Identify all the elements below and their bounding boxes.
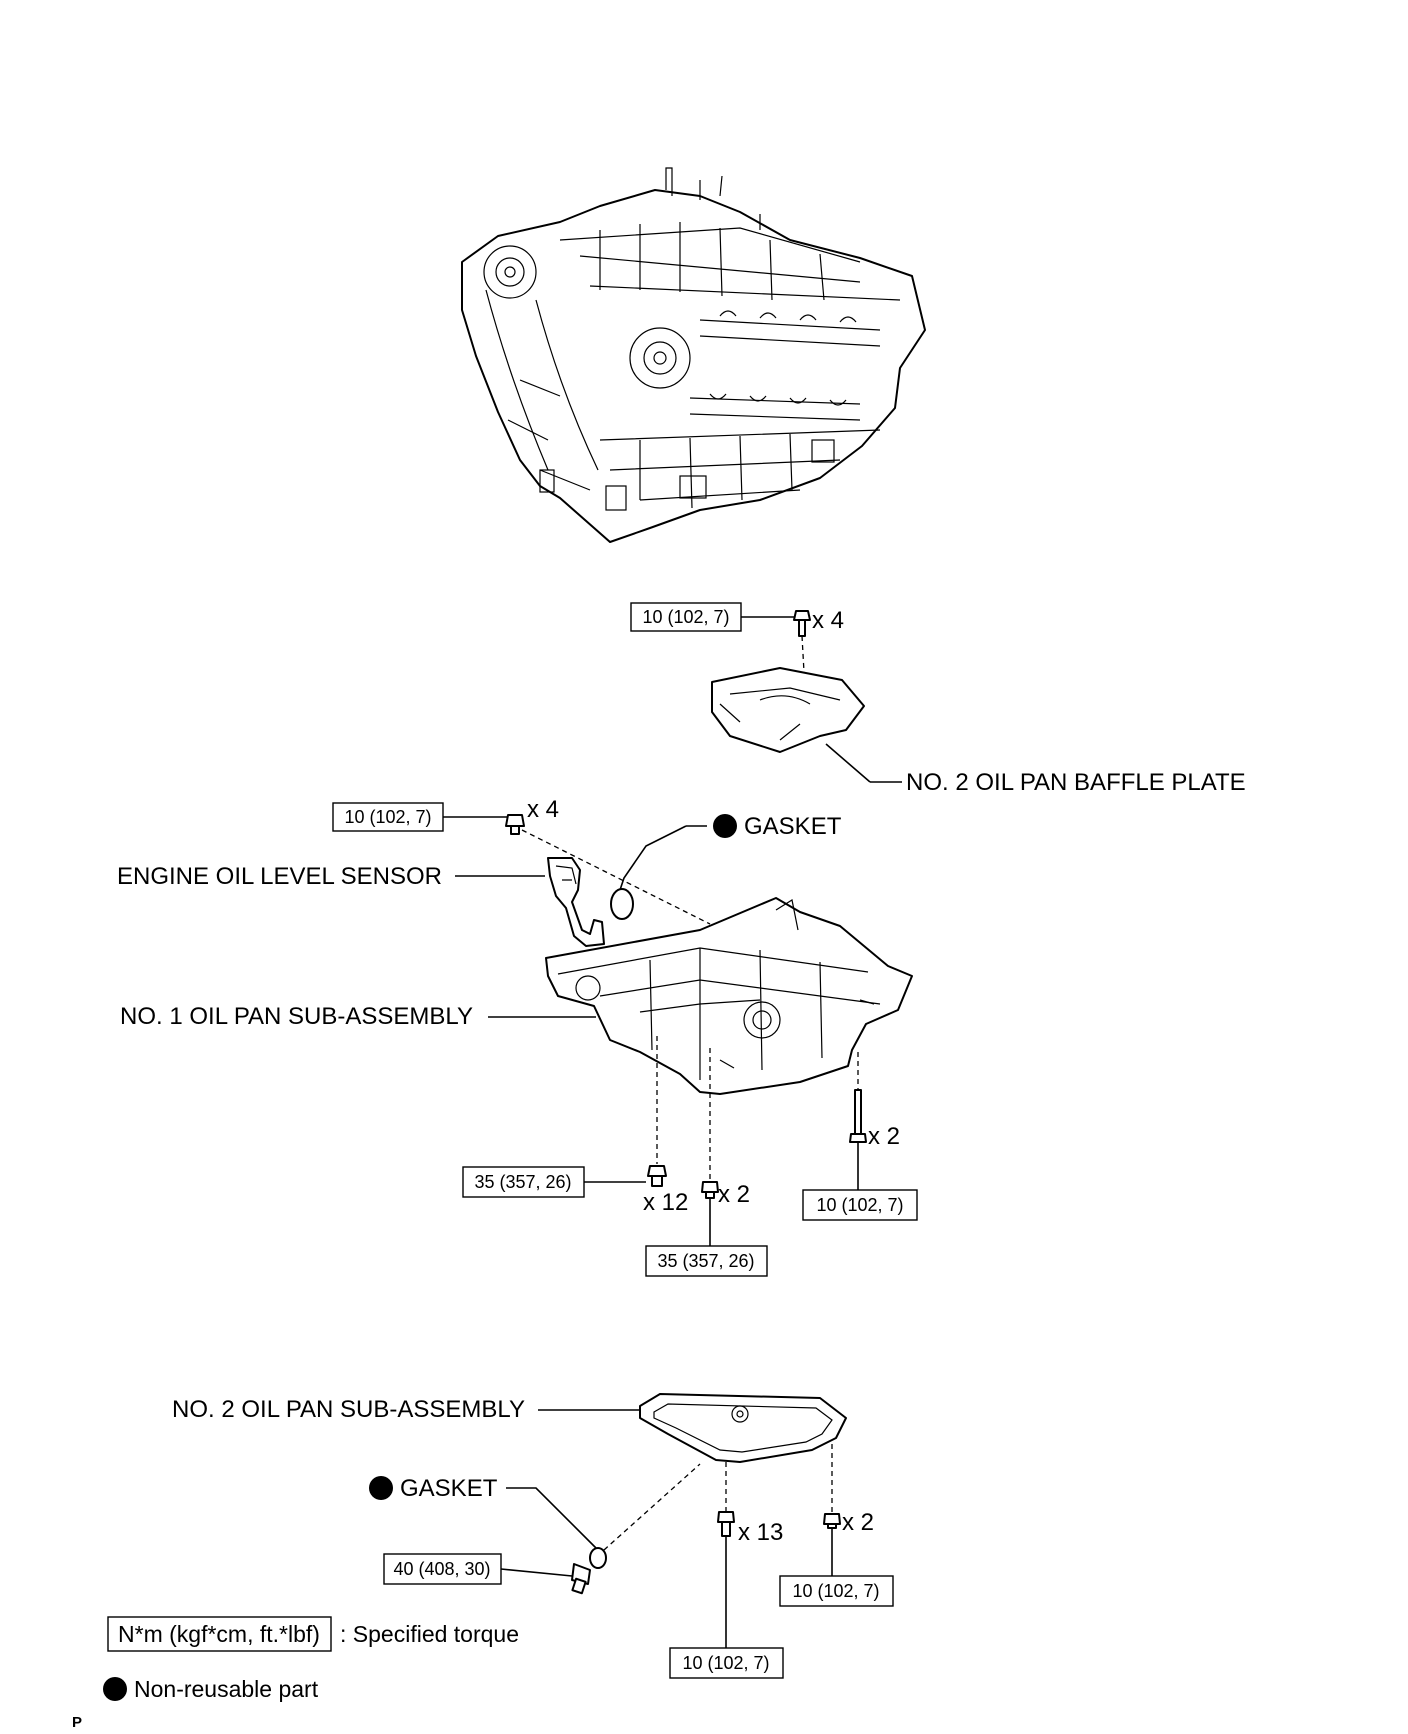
legend-nonreusable-text: Non-reusable part [134,1676,319,1702]
gasket-o-ring [610,888,634,920]
bolt-icon [701,1181,719,1199]
torque-box-pan2-nuts [779,1575,894,1607]
pan1-long-bolt-qty: x 12 [643,1189,688,1216]
bolt-icon [647,1165,667,1187]
baffle-plate-group: 10 (102, 7) x 4 NO. 2 OIL PAN BAFFLE PLA… [630,602,1246,796]
non-reusable-mark-icon [103,1677,127,1701]
torque-box-drain-plug [383,1553,502,1585]
baffle-plate-label: NO. 2 OIL PAN BAFFLE PLATE [906,769,1246,796]
sensor-bolt-qty: x 4 [527,796,559,823]
upper-gasket-label: GASKET [744,813,842,840]
oil-pan-2-group: NO. 2 OIL PAN SUB-ASSEMBLY GASKET 40 (40… [172,1393,894,1679]
non-reusable-mark-icon [713,814,737,838]
oil-pan-1-group: NO. 1 OIL PAN SUB-ASSEMBLY x 12 35 (357,… [120,897,918,1277]
torque-value-pan1-long: 35 (357, 26) [474,1172,571,1192]
gasket-ring [589,1547,607,1569]
non-reusable-mark-icon [369,1476,393,1500]
legend-torque-box [107,1616,332,1652]
torque-box-baffle [630,602,742,632]
pan1-short-bolt-qty: x 2 [718,1181,750,1208]
legend-torque-text: : Specified torque [340,1621,519,1647]
pan2-bolt-qty: x 13 [738,1519,783,1546]
oil-level-sensor-label: ENGINE OIL LEVEL SENSOR [117,863,442,890]
torque-value-pan1-short: 35 (357, 26) [657,1251,754,1271]
pan2-nut-qty: x 2 [842,1509,874,1536]
no2-oil-pan [639,1393,847,1463]
torque-value-pan2-bolts: 10 (102, 7) [682,1653,769,1673]
oil-pan-1-label: NO. 1 OIL PAN SUB-ASSEMBLY [120,1003,473,1030]
oil-pan-2-label: NO. 2 OIL PAN SUB-ASSEMBLY [172,1396,525,1423]
lower-gasket-label: GASKET [400,1475,498,1502]
legend: N*m (kgf*cm, ft.*lbf) : Specified torque… [103,1616,519,1702]
nut-icon [823,1513,841,1529]
torque-value-pan2-nuts: 10 (102, 7) [792,1581,879,1601]
torque-box-pan1-side [802,1189,918,1221]
no1-oil-pan [545,897,913,1095]
engine-oil-level-sensor [547,857,605,947]
bolt-icon [849,1089,867,1143]
torque-value-baffle: 10 (102, 7) [642,607,729,627]
torque-value-pan1-side: 10 (102, 7) [816,1195,903,1215]
legend-torque-unit: N*m (kgf*cm, ft.*lbf) [118,1621,320,1647]
engine-block-illustration [461,167,926,543]
page-marker: P [72,1714,82,1731]
baffle-plate [711,667,865,753]
torque-box-pan1-short [645,1245,768,1277]
bolt-icon [793,610,811,637]
bolt-icon [505,814,525,835]
baffle-bolt-qty: x 4 [812,607,844,634]
torque-value-sensor: 10 (102, 7) [344,807,431,827]
torque-value-drain-plug: 40 (408, 30) [393,1559,490,1579]
torque-box-pan2-bolts [669,1647,784,1679]
bolt-icon [717,1511,735,1537]
torque-box-sensor [332,802,444,832]
pan1-side-bolt-qty: x 2 [868,1123,900,1150]
drain-plug-icon [571,1563,591,1595]
oil-level-sensor-group: 10 (102, 7) x 4 ENGINE OIL LEVEL SENSOR … [117,796,842,947]
